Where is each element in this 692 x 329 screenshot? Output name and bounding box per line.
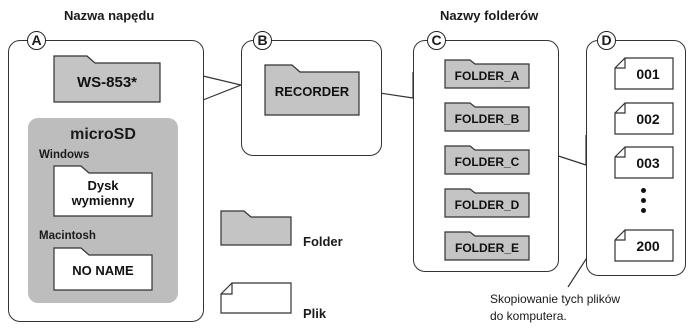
file-002-label: 002	[636, 111, 660, 127]
copy-note-line2: do komputera.	[490, 309, 567, 323]
folder-b-label: FOLDER_B	[454, 112, 520, 126]
file-003-label: 003	[636, 155, 660, 171]
windows-folder-label-line2: wymienny	[71, 193, 135, 208]
recorder-folder-label: RECORDER	[274, 84, 350, 99]
file-200-icon: 200	[614, 229, 674, 262]
folder-a-label: FOLDER_A	[454, 69, 520, 83]
badge-a: A	[27, 31, 46, 50]
folder-e-icon: FOLDER_E	[444, 231, 530, 261]
legend-file-icon	[220, 282, 292, 314]
file-003-icon: 003	[614, 146, 674, 179]
drive-name-label: WS-853*	[76, 74, 138, 91]
file-001-label: 001	[636, 66, 660, 82]
legend-folder-icon	[220, 210, 292, 246]
folder-names-header: Nazwy folderów	[440, 8, 539, 23]
badge-d: D	[597, 31, 616, 50]
windows-folder-label: Dysk wymienny	[53, 178, 153, 208]
copy-note-line1: Skopiowanie tych plików	[490, 292, 621, 306]
windows-label: Windows	[39, 149, 90, 161]
mac-folder-icon: NO NAME	[53, 247, 153, 291]
ellipsis-dot-2	[641, 198, 646, 203]
ellipsis-dot-1	[641, 188, 646, 193]
badge-c: C	[427, 31, 446, 50]
folder-d-label: FOLDER_D	[454, 198, 520, 212]
file-002-icon: 002	[614, 102, 674, 135]
ellipsis-dot-3	[641, 208, 646, 213]
folder-c-icon: FOLDER_C	[444, 145, 530, 175]
windows-folder-label-line1: Dysk	[87, 178, 119, 193]
file-001-icon: 001	[614, 57, 674, 90]
folder-d-icon: FOLDER_D	[444, 188, 530, 218]
badge-b: B	[253, 31, 272, 50]
legend-file-label: Plik	[303, 306, 327, 321]
folder-a-icon: FOLDER_A	[444, 59, 530, 89]
folder-c-label: FOLDER_C	[454, 155, 520, 169]
folder-b-icon: FOLDER_B	[444, 102, 530, 132]
mac-label: Macintosh	[39, 230, 96, 242]
mac-folder-label: NO NAME	[72, 263, 134, 278]
microsd-label: microSD	[70, 126, 136, 143]
connector-a-b	[202, 75, 243, 101]
drive-folder-icon: WS-853*	[53, 55, 161, 103]
recorder-folder-icon: RECORDER	[264, 64, 360, 116]
folder-e-label: FOLDER_E	[454, 241, 519, 255]
windows-folder-icon: Dysk wymienny	[53, 165, 153, 217]
file-200-label: 200	[636, 238, 660, 254]
copy-note: Skopiowanie tych plików do komputera.	[490, 291, 620, 325]
legend-folder-label: Folder	[303, 234, 343, 249]
drive-names-header: Nazwa napędu	[64, 8, 155, 23]
